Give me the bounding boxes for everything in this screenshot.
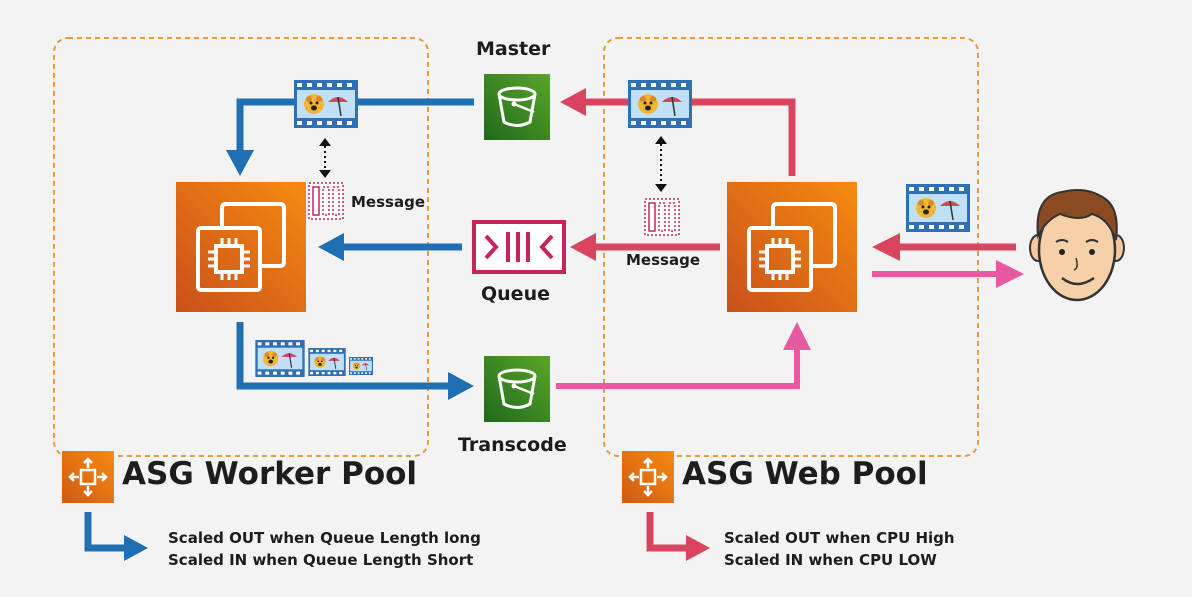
- master-to-worker-arrowhead: [226, 150, 254, 176]
- user-avatar-icon: [1029, 189, 1125, 302]
- worker-asg-icon: [62, 451, 114, 503]
- transcode-to-web-arrow: [556, 348, 800, 389]
- web-message-link: [655, 136, 667, 192]
- transcode-to-web-arrowhead: [783, 322, 811, 350]
- web-pool-title: ASG Web Pool: [682, 456, 928, 492]
- worker-scaling-arrow: [84, 512, 148, 561]
- transcoded-video-large-icon: [255, 340, 305, 377]
- transcoded-video-medium-icon: [308, 348, 346, 376]
- worker-message-link: [319, 138, 331, 178]
- web-message-icon: [644, 198, 680, 236]
- worker-pool-title: ASG Worker Pool: [122, 456, 418, 492]
- web-scaling-rules: Scaled OUT when CPU High Scaled IN when …: [724, 527, 955, 571]
- queue-to-worker-arrowhead: [318, 233, 344, 261]
- worker-to-transcode-arrow: [236, 322, 452, 390]
- upload-video-icon: [906, 184, 970, 232]
- transcode-label: Transcode: [458, 434, 567, 456]
- transcode-bucket-icon: [484, 356, 550, 422]
- transcoded-video-small-icon: [349, 357, 373, 375]
- web-asg-icon: [622, 451, 674, 503]
- web-message-label: Message: [626, 251, 700, 269]
- worker-ec2-icon: [176, 182, 306, 312]
- web-to-user-arrowhead: [996, 260, 1024, 288]
- web-scale-in-text: Scaled IN when CPU LOW: [724, 551, 937, 569]
- master-to-worker-arrow: [236, 98, 474, 154]
- master-label: Master: [476, 38, 551, 60]
- master-bucket-icon: [484, 74, 550, 140]
- web-video-icon: [628, 80, 692, 128]
- worker-scaling-rules: Scaled OUT when Queue Length long Scaled…: [168, 527, 481, 571]
- web-to-queue-arrowhead: [570, 233, 596, 261]
- web-scaling-arrow: [646, 512, 710, 561]
- user-upload-arrowhead: [872, 233, 900, 261]
- worker-message-icon: [308, 182, 344, 220]
- web-scale-out-text: Scaled OUT when CPU High: [724, 529, 955, 547]
- queue-label: Queue: [481, 283, 550, 305]
- web-to-master-arrowhead: [560, 88, 586, 116]
- web-ec2-icon: [727, 182, 857, 312]
- worker-message-label: Message: [351, 193, 425, 211]
- queue-icon: [472, 220, 566, 274]
- worker-video-icon: [294, 80, 358, 128]
- worker-scale-in-text: Scaled IN when Queue Length Short: [168, 551, 474, 569]
- worker-scale-out-text: Scaled OUT when Queue Length long: [168, 529, 481, 547]
- worker-to-transcode-arrowhead: [448, 372, 474, 400]
